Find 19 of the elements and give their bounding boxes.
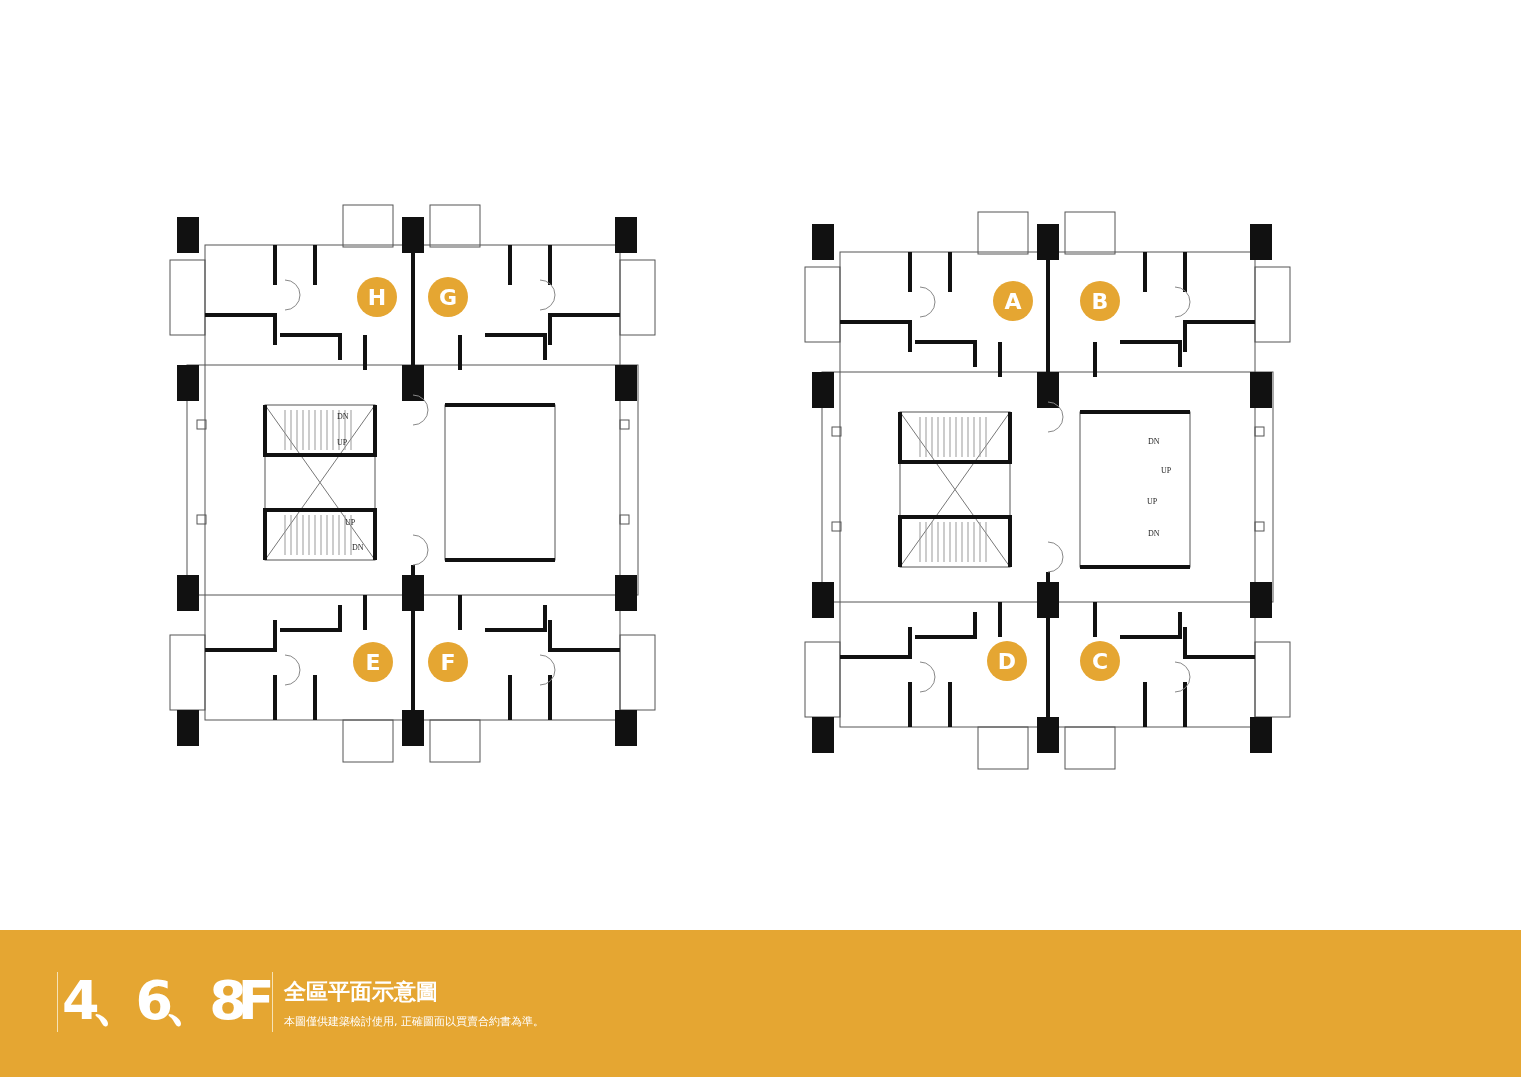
disclaimer-note: 本圖僅供建築檢討使用, 正確圖面以買賣合約書為準。 bbox=[284, 1015, 544, 1029]
stair-label: DN bbox=[1148, 529, 1160, 539]
unit-marker: D bbox=[987, 641, 1027, 681]
unit-marker: E bbox=[353, 642, 393, 682]
stair-label: UP bbox=[1147, 497, 1158, 507]
unit-marker: A bbox=[993, 281, 1033, 321]
stair-label: DN bbox=[337, 412, 349, 422]
unit-marker: F bbox=[428, 642, 468, 682]
unit-marker: C bbox=[1080, 641, 1120, 681]
stair-label: DN bbox=[352, 543, 364, 553]
stair-label: DN bbox=[1148, 437, 1160, 447]
floor-number: 4、6、8F bbox=[62, 968, 266, 1034]
unit-marker: B bbox=[1080, 281, 1120, 321]
stair-label: UP bbox=[345, 518, 356, 528]
stair-label: UP bbox=[1161, 466, 1172, 476]
unit-marker: G bbox=[428, 277, 468, 317]
stair-label: UP bbox=[337, 438, 348, 448]
plan-title: 全區平面示意圖 bbox=[284, 978, 438, 1006]
unit-marker: H bbox=[357, 277, 397, 317]
